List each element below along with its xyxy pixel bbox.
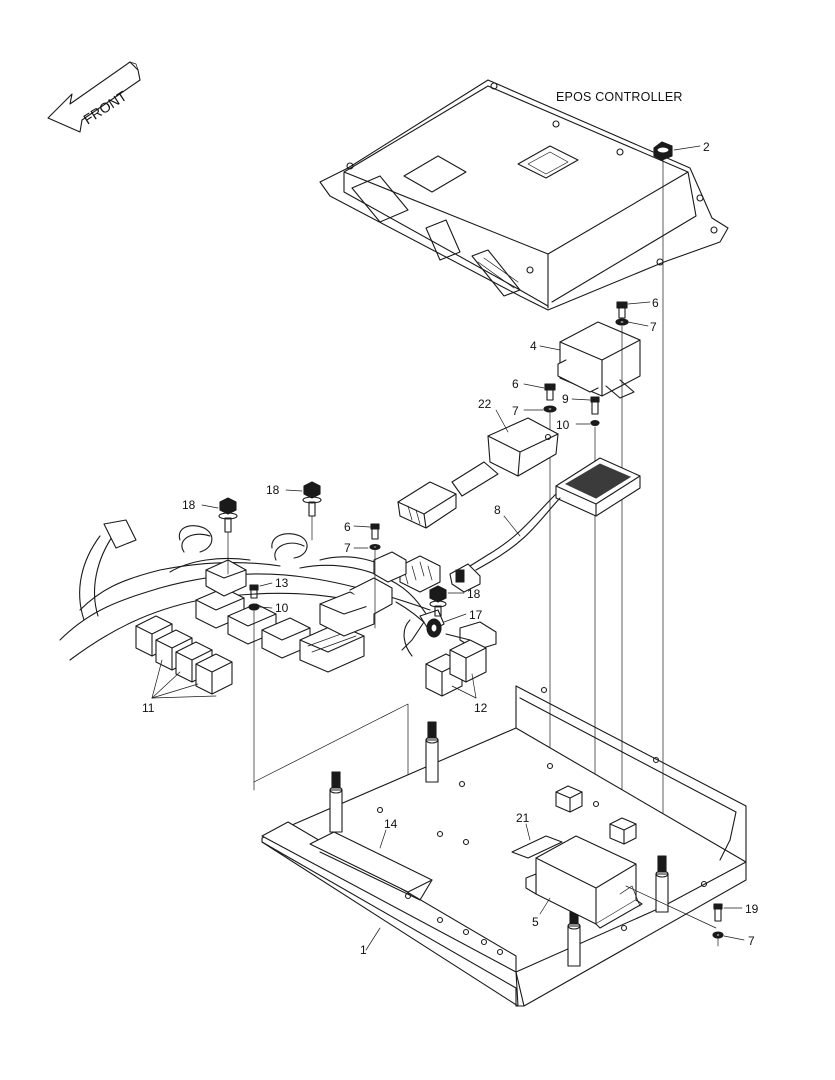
callout-21: 21 xyxy=(516,811,530,825)
bolt-18-b: 18 xyxy=(266,481,322,541)
clamp-17: 17 xyxy=(401,608,483,651)
bolt-6-washer-7-set-a: 6 7 xyxy=(615,296,659,821)
bolt-19-washer-7: 19 7 xyxy=(625,885,759,948)
callout-10-b: 10 xyxy=(275,601,289,615)
callout-17: 17 xyxy=(469,608,483,622)
callout-10-a: 10 xyxy=(556,418,570,432)
standoffs xyxy=(329,721,669,967)
part-2-nut: 2 xyxy=(653,140,710,859)
bolt-18-a: 18 xyxy=(182,497,238,575)
front-label: FRONT xyxy=(80,87,130,127)
part-8-plate-with-cable: 8 xyxy=(449,457,641,593)
part-14-plate: 14 xyxy=(309,817,433,901)
callout-5: 5 xyxy=(532,915,539,929)
bolt-6-washer-7-set-c: 6 7 xyxy=(344,520,381,629)
callout-8: 8 xyxy=(494,503,501,517)
bolt-9-washer-10: 9 10 xyxy=(556,392,600,805)
callout-13: 13 xyxy=(275,576,289,590)
callout-18-c: 18 xyxy=(467,587,481,601)
callout-9: 9 xyxy=(562,392,569,406)
callout-6-b: 6 xyxy=(512,377,519,391)
callout-22: 22 xyxy=(478,397,492,411)
callout-14: 14 xyxy=(384,817,398,831)
callout-6-c: 6 xyxy=(344,520,351,534)
front-arrow-icon: FRONT xyxy=(47,61,141,133)
callout-1: 1 xyxy=(360,943,367,957)
callout-7-c: 7 xyxy=(344,541,351,555)
callout-12: 12 xyxy=(474,701,488,715)
callout-2: 2 xyxy=(703,140,710,154)
bolt-13-washer-10: 13 10 xyxy=(248,576,289,783)
callout-6-a: 6 xyxy=(652,296,659,310)
part-5-module: 5 xyxy=(525,835,643,929)
callout-18-b: 18 xyxy=(266,483,280,497)
callout-19: 19 xyxy=(745,902,759,916)
callout-11: 11 xyxy=(142,701,155,715)
epos-controller-unit: EPOS CONTROLLER xyxy=(319,79,729,311)
epos-controller-label: EPOS CONTROLLER xyxy=(556,90,683,104)
callout-7-a: 7 xyxy=(650,320,657,334)
callout-7-d: 7 xyxy=(748,934,755,948)
wiring-harness-assembly: 11 12 xyxy=(59,519,497,715)
part-4-module: 4 xyxy=(530,321,641,399)
bolt-18-c: 18 xyxy=(429,585,481,617)
bolt-6-washer-7-set-b: 6 7 xyxy=(512,377,557,767)
callout-4: 4 xyxy=(530,339,537,353)
mounting-blocks xyxy=(555,785,637,845)
part-22-box-with-connector: 22 xyxy=(397,397,559,529)
part-21-label: 21 xyxy=(511,811,563,859)
part-1-base-plate: 1 xyxy=(261,685,747,1007)
callout-18-a: 18 xyxy=(182,498,196,512)
callout-7-b: 7 xyxy=(512,404,519,418)
